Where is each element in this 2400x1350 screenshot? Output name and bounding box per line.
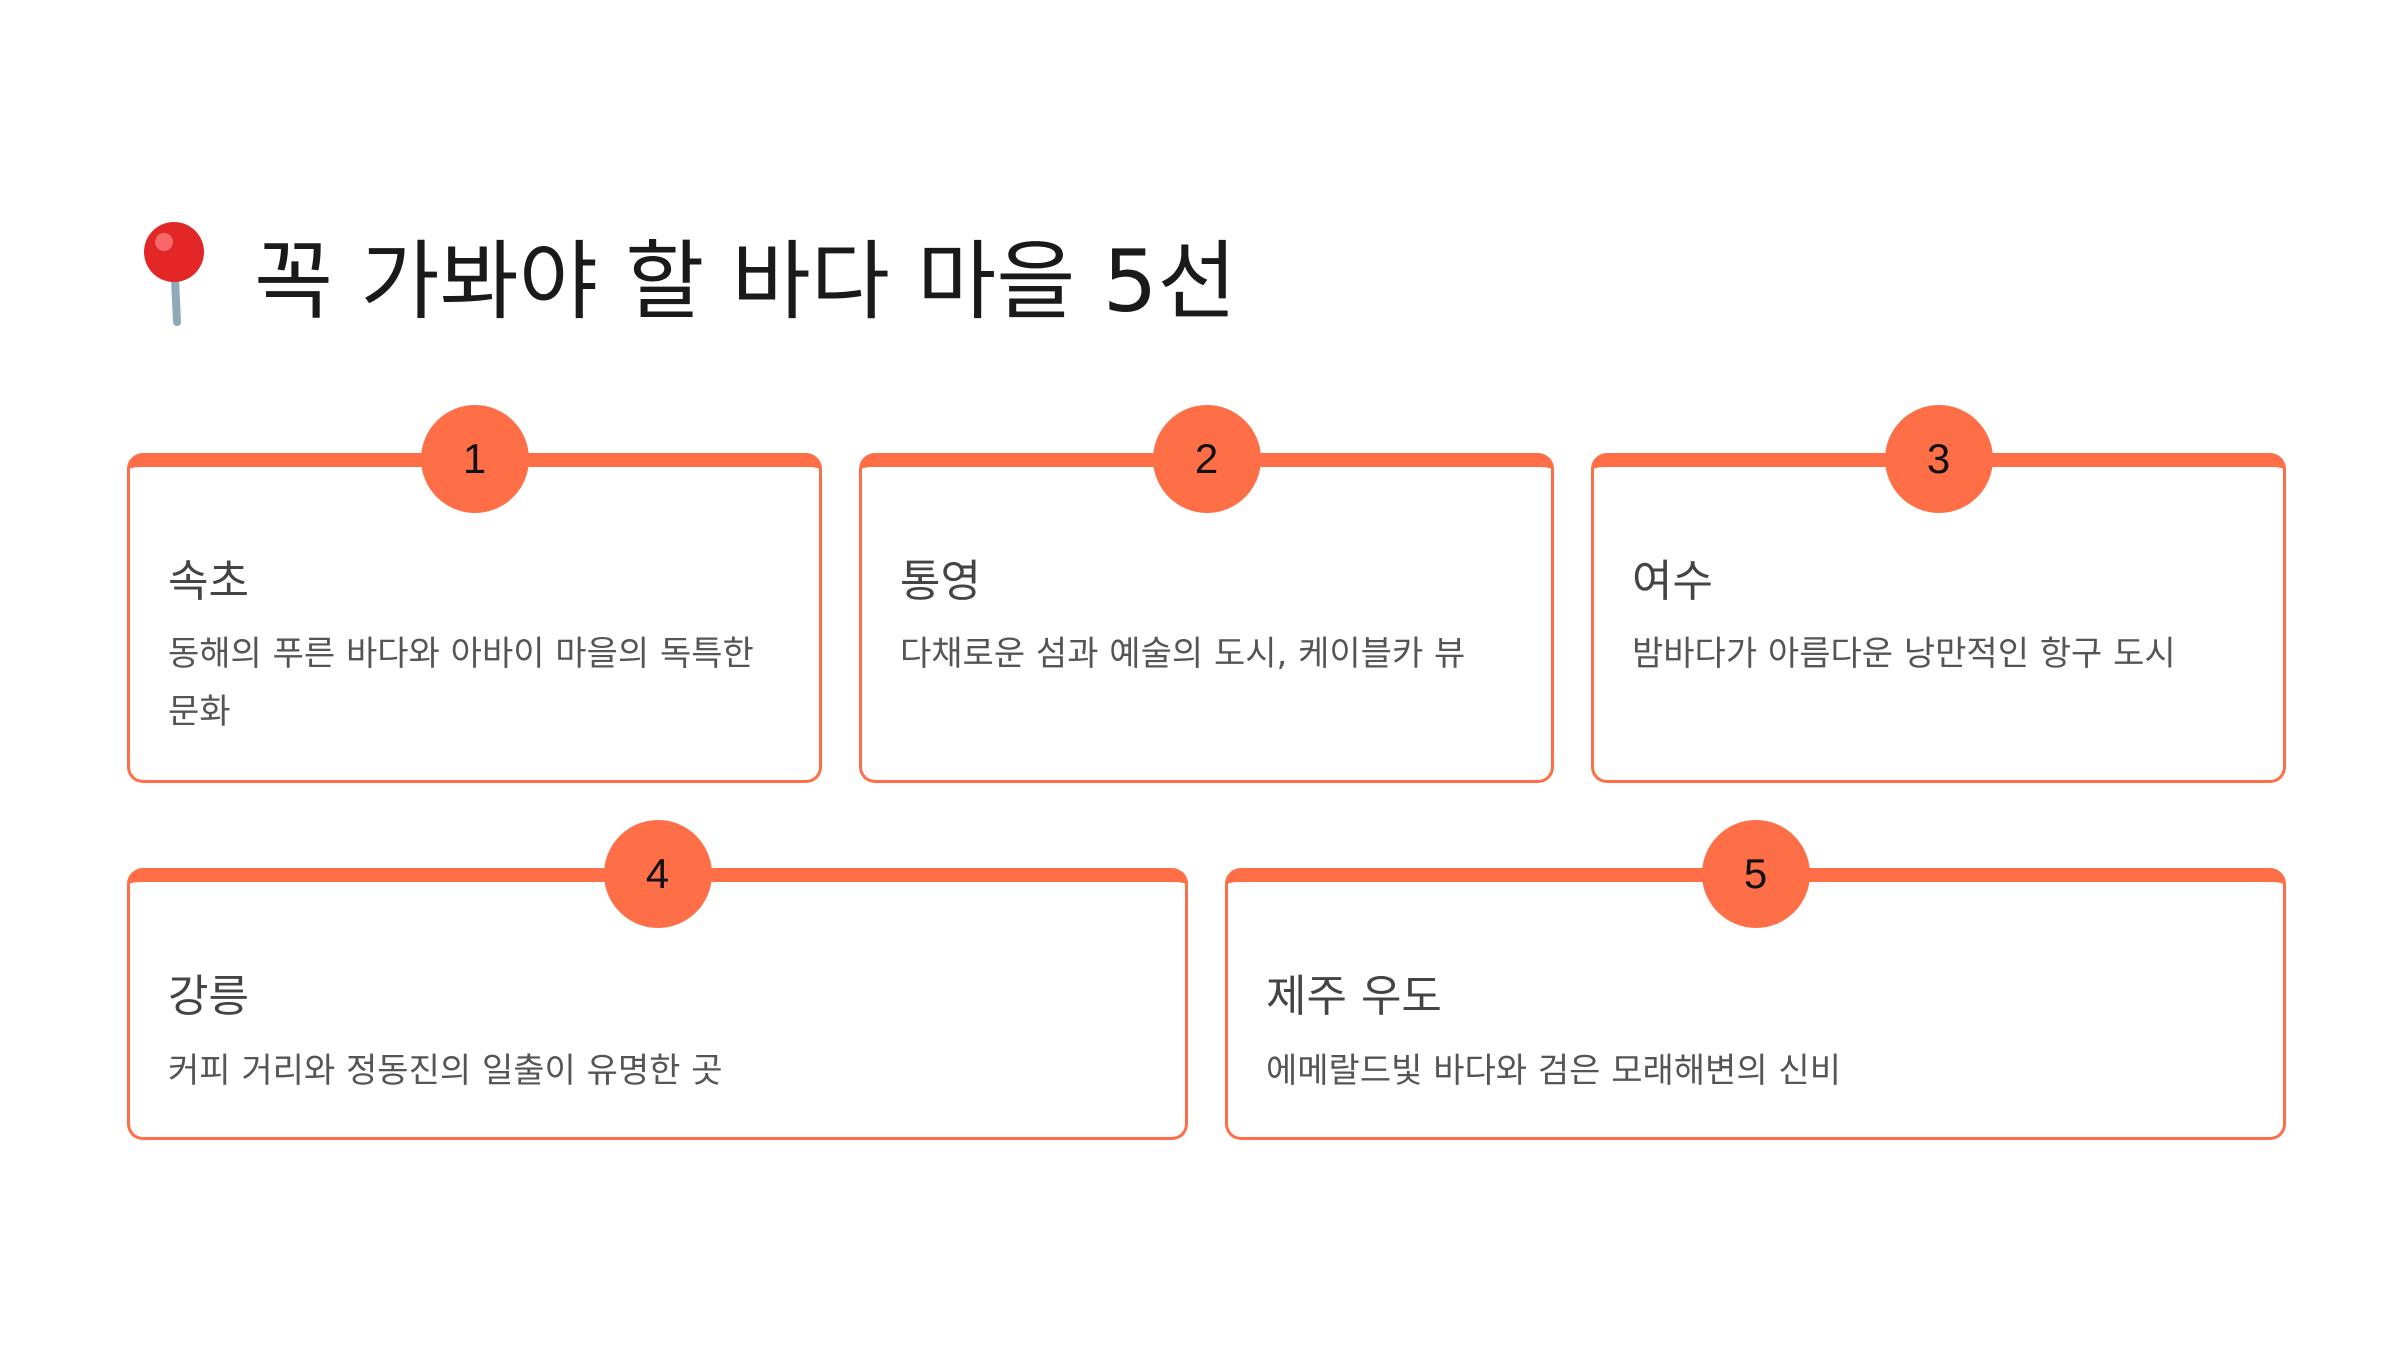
place-card-3: 3 여수 밤바다가 아름다운 낭만적인 항구 도시 <box>1591 405 2286 783</box>
place-number-badge: 1 <box>420 405 529 513</box>
place-number-badge: 4 <box>603 820 712 928</box>
place-card-4: 4 강릉 커피 거리와 정동진의 일출이 유명한 곳 <box>127 820 1188 1140</box>
place-description: 밤바다가 아름다운 낭만적인 항구 도시 <box>1632 634 2176 674</box>
place-card-1: 1 속초 동해의 푸른 바다와 아바이 마을의 독특한 문화 <box>127 405 822 783</box>
place-name: 강릉 <box>168 971 249 1022</box>
place-description: 에메랄드빛 바다와 검은 모래해변의 신비 <box>1266 1051 1841 1091</box>
place-card-2: 2 통영 다채로운 섬과 예술의 도시, 케이블카 뷰 <box>859 405 1554 783</box>
place-description: 다채로운 섬과 예술의 도시, 케이블카 뷰 <box>900 634 1466 674</box>
page-title: 꼭 가봐야 할 바다 마을 5선 <box>134 218 1237 332</box>
place-description: 동해의 푸른 바다와 아바이 마을의 독특한 문화 <box>168 634 754 732</box>
place-name: 속초 <box>168 556 249 607</box>
place-name: 제주 우도 <box>1266 971 1442 1022</box>
place-description: 커피 거리와 정동진의 일출이 유명한 곳 <box>168 1051 723 1091</box>
place-name: 여수 <box>1632 556 1713 607</box>
round-pushpin-icon <box>134 218 214 328</box>
place-name: 통영 <box>900 556 981 607</box>
place-number-badge: 3 <box>1884 405 1993 513</box>
place-card-5: 5 제주 우도 에메랄드빛 바다와 검은 모래해변의 신비 <box>1225 820 2286 1140</box>
place-number-badge: 5 <box>1701 820 1810 928</box>
place-number-badge: 2 <box>1152 405 1261 513</box>
page-title-text: 꼭 가봐야 할 바다 마을 5선 <box>254 231 1237 332</box>
